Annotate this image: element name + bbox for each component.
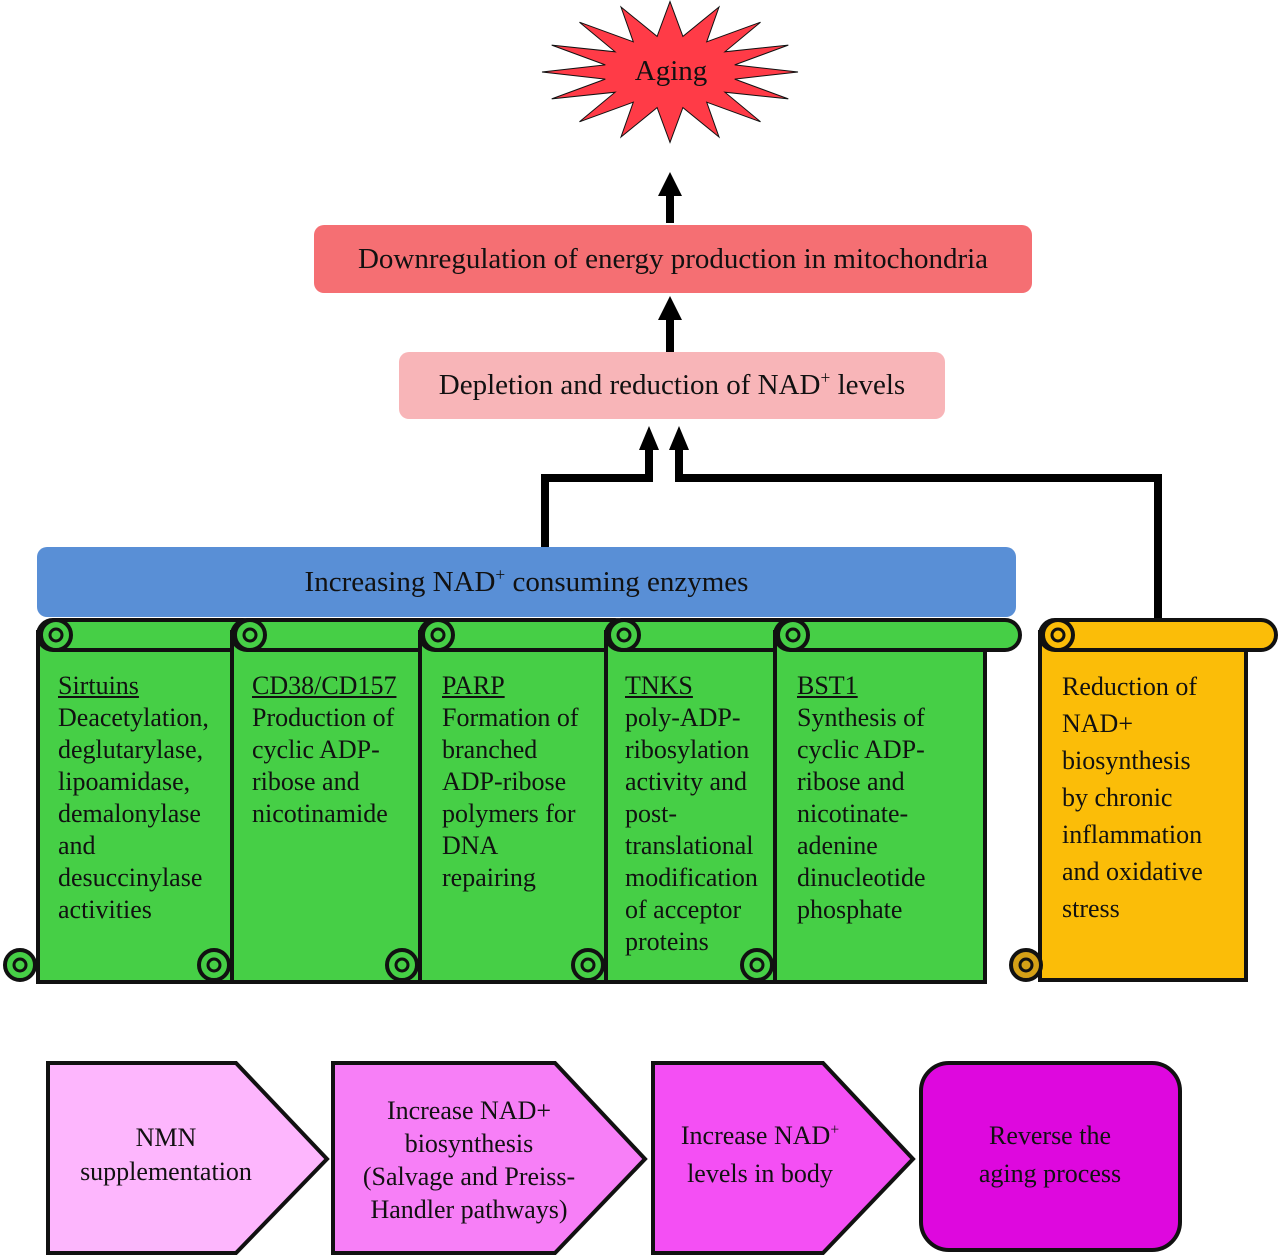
enzyme-line: polymers for [442,799,576,828]
enzyme-line: of acceptor [625,895,742,924]
mitochondria-label: Downregulation of energy production in m… [357,242,989,275]
enzyme-line: Synthesis of [797,703,925,732]
enzyme-scroll-cd38: CD38/CD157 Production of cyclic ADP- rib… [252,670,417,830]
enzyme-line: ADP-ribose [442,767,567,796]
reduction-line: by chronic [1062,783,1173,812]
nad-depletion-label: Depletion and reduction of NAD+ levels [438,367,906,401]
reduction-line: biosynthesis [1062,746,1191,775]
arrow-enzymes-to-depletion [541,426,659,548]
reduction-line: stress [1062,894,1120,923]
enzyme-line: repairing [442,863,536,892]
pathway-line: Reverse the [988,1121,1111,1150]
aging-star [541,0,799,144]
enzyme-line: DNA [442,831,499,860]
enzyme-line: deglutarylase, [58,735,204,764]
pathway-line: supplementation [80,1157,252,1186]
pathway-line: levels in body [687,1159,833,1188]
pathway-step-1-shape [46,1061,330,1255]
mitochondria-box: Downregulation of energy production in m… [314,225,1032,293]
nad-depletion-box: Depletion and reduction of NAD+ levels [399,352,945,419]
enzyme-line: phosphate [797,895,903,924]
enzymes-bar-label: Increasing NAD+ consuming enzymes [304,563,749,598]
biosynthesis-scroll [1009,618,1278,982]
pathway-line: aging process [978,1159,1122,1188]
enzyme-line: activity and [625,767,748,796]
pathway-step-3-shape [651,1061,916,1255]
enzyme-line: poly-ADP- [625,703,741,732]
enzyme-scroll-sirtuins: Sirtuins Deacetylation, deglutarylase, l… [58,670,228,926]
pathway-line: Increase NAD+ [386,1096,552,1125]
pathway-line: Increase NAD+ [680,1121,840,1150]
arrow-depletion-to-mito [658,296,682,352]
enzyme-line: proteins [625,927,709,956]
enzyme-scroll-shape [740,618,1022,984]
enzyme-line: demalonylase [58,799,201,828]
arrow-nad-to-mito [658,172,682,223]
pathway-line: (Salvage and Preiss- [362,1162,576,1191]
enzyme-line: ribose and [252,767,360,796]
enzyme-line: dinucleotide [797,863,926,892]
pathway-step-2-shape [331,1061,648,1255]
enzyme-line: modification [625,863,758,892]
enzyme-scroll-shape [385,618,632,984]
enzyme-line: Formation of [442,703,579,732]
enzyme-line: cyclic ADP- [797,735,925,764]
pathway-line: biosynthesis [404,1129,534,1158]
enzyme-line: desuccinylase [58,863,203,892]
pathway-step-4-shape [919,1061,1182,1252]
arrow-biosynthesis-to-depletion [669,426,1162,620]
enzyme-scroll-parp: PARP Formation of branched ADP-ribose po… [442,670,602,894]
pathway-line: NMN [135,1123,197,1152]
enzyme-title: PARP [442,671,505,700]
enzyme-title: Sirtuins [58,671,139,700]
pathway-line: Handler pathways) [370,1195,568,1224]
pathway-step-3: Increase NAD+ levels in body [660,1100,860,1210]
reduction-line: and oxidative [1062,857,1203,886]
enzyme-line: ribosylation [625,735,750,764]
enzyme-scroll-shape [197,618,450,984]
enzyme-line: adenine [797,831,878,860]
pathway-step-4: Reverse the aging process [930,1100,1170,1210]
enzyme-scroll-bst1: BST1 Synthesis of cyclic ADP- ribose and… [797,670,967,926]
aging-label: Aging [634,55,708,87]
enzyme-line: lipoamidase, [58,767,191,796]
enzyme-line: nicotinamide [252,799,388,828]
enzyme-line: post- [625,799,677,828]
enzyme-line: and [58,831,96,860]
enzyme-title: CD38/CD157 [252,671,397,700]
enzyme-line: Production of [252,703,395,732]
enzyme-title: BST1 [797,671,858,700]
enzyme-line: nicotinate- [797,799,909,828]
enzyme-title: TNKS [625,671,693,700]
reduction-line: Reduction of [1062,672,1198,701]
reduction-line: NAD+ [1062,709,1133,738]
pathway-step-1: NMN supplementation [52,1100,280,1210]
enzyme-line: branched [442,735,538,764]
enzyme-scrolls [3,618,1022,984]
enzyme-line: translational [625,831,754,860]
reduction-line: inflammation [1062,820,1203,849]
biosynthesis-reduction-text: Reduction of NAD+ biosynthesis by chroni… [1062,668,1232,927]
enzyme-line: Deacetylation, [58,703,209,732]
enzymes-bar: Increasing NAD+ consuming enzymes [37,547,1016,617]
enzyme-line: activities [58,895,152,924]
enzyme-scroll-tnks: TNKS poly-ADP- ribosylation activity and… [625,670,775,958]
enzyme-line: cyclic ADP- [252,735,380,764]
enzyme-line: ribose and [797,767,905,796]
pathway-step-2: Increase NAD+ biosynthesis (Salvage and … [340,1090,598,1230]
